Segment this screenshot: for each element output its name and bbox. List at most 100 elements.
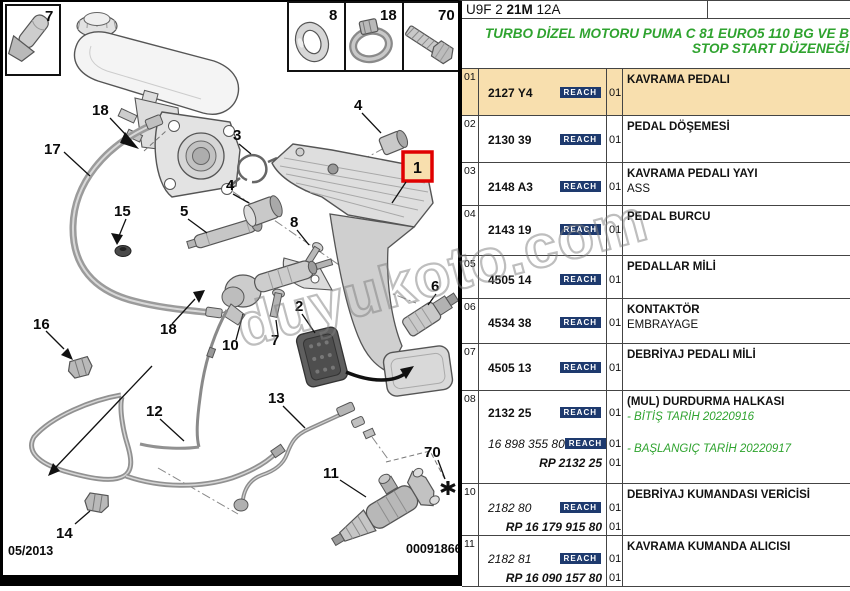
code-bold: 21M [506,2,533,17]
callout-10[interactable]: 10 [222,337,239,354]
clutch-master-cylinder [195,258,334,448]
callout-4-top[interactable]: 4 [354,97,363,114]
part-number[interactable]: RP 2132 25 [539,455,602,470]
reach-badge[interactable]: REACH [559,317,601,328]
reach-badge[interactable]: REACH [559,224,601,235]
inset-box-18[interactable]: 18 [344,1,404,72]
reach-badge[interactable]: REACH [559,87,601,98]
callout-box-8[interactable]: 8 [329,7,337,24]
part-number-cell: 2182 80 REACH RP 16 179 915 80 [479,484,607,535]
callout-11[interactable]: 11 [323,465,339,482]
frame-bottom-bar [0,575,461,586]
reach-badge[interactable]: REACH [559,134,601,145]
quantity-cell: 01 [607,206,623,255]
reach-badge[interactable]: REACH [559,502,601,513]
part-number[interactable]: RP 16 179 915 80 [505,519,602,534]
part-number[interactable]: 2127 Y4 [488,85,533,100]
star-marker [440,481,456,495]
clip-16 [67,355,93,379]
callout-6[interactable]: 6 [431,278,439,295]
callout-17[interactable]: 17 [44,141,61,158]
description-line: KAVRAMA KUMANDA ALICISI [627,541,791,553]
part-number[interactable]: 2130 39 [488,132,532,147]
reach-badge[interactable]: REACH [559,181,601,192]
callout-70[interactable]: 70 [424,444,441,461]
part-number[interactable]: 2182 80 [488,500,532,515]
callout-15[interactable]: 15 [114,203,131,220]
part-number-cell: 2143 19 REACH [479,206,607,255]
parts-table: U9F 2 21M 12A TURBO DİZEL MOTORU PUMA C … [458,0,850,587]
quantity: 01 [609,316,622,329]
callout-3[interactable]: 3 [233,127,241,144]
part-number[interactable]: RP 16 090 157 80 [505,570,602,585]
callout-18-lower[interactable]: 18 [160,321,177,338]
quantity-cell: 01 [607,299,623,343]
part-number-cell: 2127 Y4 REACH [479,69,607,115]
row-index: 07 [462,344,479,390]
callout-7[interactable]: 7 [271,332,279,349]
quantity: 01 [609,406,622,419]
description-cell: KAVRAMA PEDALI [623,69,850,115]
diagram-canvas: 7 8 18 70 [0,0,462,586]
part-number[interactable]: 4534 38 [488,315,532,330]
reach-badge[interactable]: REACH [559,362,601,373]
callout-16[interactable]: 16 [33,316,50,333]
callout-box-18[interactable]: 18 [380,7,397,24]
part-number[interactable]: 2132 25 [488,405,532,420]
quantity-cell: 01 [607,344,623,390]
part-number[interactable]: 4505 13 [488,360,532,375]
exploded-parts-diagram: 7 8 18 70 [0,0,462,586]
inset-box-7[interactable]: 7 [3,4,61,76]
quantity: 01 [609,456,622,469]
catalog-code: U9F 2 21M 12A [462,1,708,18]
part-number[interactable]: 2182 81 [488,551,532,566]
reach-badge[interactable]: REACH [559,274,601,285]
description-line: ASS [627,183,651,195]
part-number[interactable]: 16 898 355 80 [488,436,565,451]
inset-box-70[interactable]: 70 [402,1,462,72]
description-cell: DEBRİYAJ PEDALI MİLİ [623,344,850,390]
description-line: DEBRİYAJ KUMANDASI VERİCİSİ [627,489,810,501]
clip-14 [84,492,109,514]
description-line: - BİTİŞ TARİH 20220916 [627,411,754,423]
quantity: 01 [609,273,622,286]
reach-badge[interactable]: REACH [559,407,601,418]
callout-4-left[interactable]: 4 [226,177,235,194]
assembly-arrow [345,370,408,382]
part-number[interactable]: 2148 A3 [488,179,533,194]
quantity: 01 [609,501,622,514]
quantity: 01 [609,133,622,146]
callout-box-7[interactable]: 7 [45,8,53,25]
pedal-bushing-top [378,129,409,156]
row-index: 02 [462,116,479,162]
row-index: 10 [462,484,479,535]
callout-5[interactable]: 5 [180,203,188,220]
quantity: 01 [609,361,622,374]
axis-line [218,181,343,268]
part-number[interactable]: 4505 14 [488,272,532,287]
table-header: U9F 2 21M 12A [462,1,850,19]
callout-13[interactable]: 13 [268,390,285,407]
callout-8[interactable]: 8 [290,214,298,231]
inset-box-8[interactable]: 8 [287,1,346,72]
callout-14[interactable]: 14 [56,525,73,542]
part-number[interactable]: 2143 19 [488,222,532,237]
quantity: 01 [609,180,622,193]
callout-1-highlight[interactable]: 1 [401,150,434,183]
callout-18-upper[interactable]: 18 [92,102,109,119]
callout-box-70[interactable]: 70 [438,7,455,24]
reach-badge[interactable]: REACH [564,438,606,449]
callout-2[interactable]: 2 [295,298,303,315]
reach-badge[interactable]: REACH [559,553,601,564]
callout-12[interactable]: 12 [146,403,163,420]
